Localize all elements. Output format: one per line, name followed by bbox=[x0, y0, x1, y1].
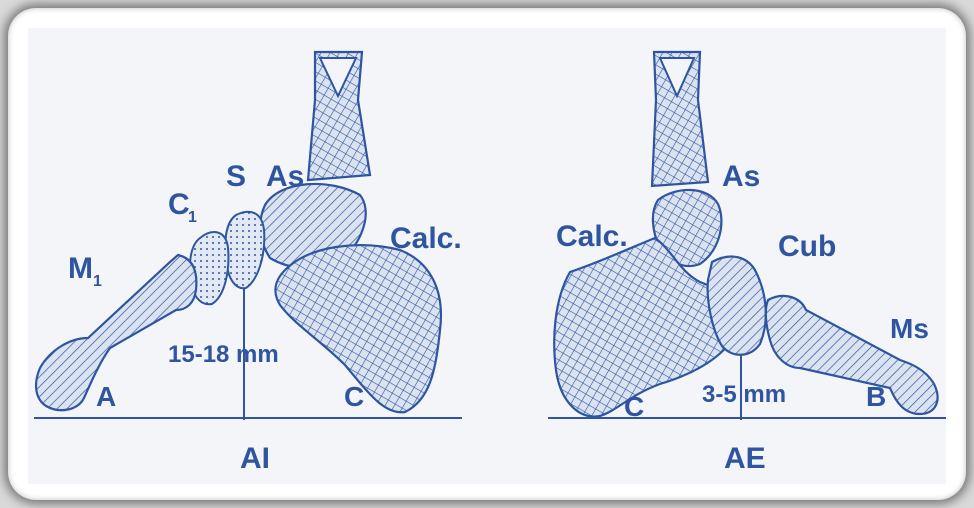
label-m1-subscript: 1 bbox=[93, 273, 102, 290]
label-c1-subscript: 1 bbox=[188, 209, 197, 226]
label-measure-left: 15-18 mm bbox=[168, 341, 279, 368]
label-ai: AI bbox=[240, 442, 270, 475]
label-calc-left: Calc. bbox=[390, 222, 462, 255]
label-m1: M bbox=[68, 252, 93, 285]
label-a: A bbox=[96, 381, 116, 412]
label-ms: Ms bbox=[890, 313, 929, 344]
label-s: S bbox=[226, 160, 246, 193]
label-ae: AE bbox=[724, 442, 766, 475]
medial-arch-diagram: S As C 1 M 1 Calc. 15-18 mm A C AI bbox=[34, 52, 462, 475]
label-c1: C bbox=[168, 188, 190, 221]
label-as-right: As bbox=[722, 160, 760, 193]
lateral-arch-diagram: As Calc. Cub Ms 3-5 mm C B AE bbox=[548, 52, 946, 475]
label-cub: Cub bbox=[778, 230, 836, 263]
label-calc-right: Calc. bbox=[556, 220, 628, 253]
navicular-bone-left bbox=[225, 212, 264, 289]
label-b: B bbox=[866, 381, 886, 412]
label-c-right: C bbox=[624, 391, 644, 422]
label-measure-right: 3-5 mm bbox=[702, 381, 786, 408]
label-c-left: C bbox=[344, 381, 364, 412]
label-as-left: As bbox=[266, 160, 304, 193]
